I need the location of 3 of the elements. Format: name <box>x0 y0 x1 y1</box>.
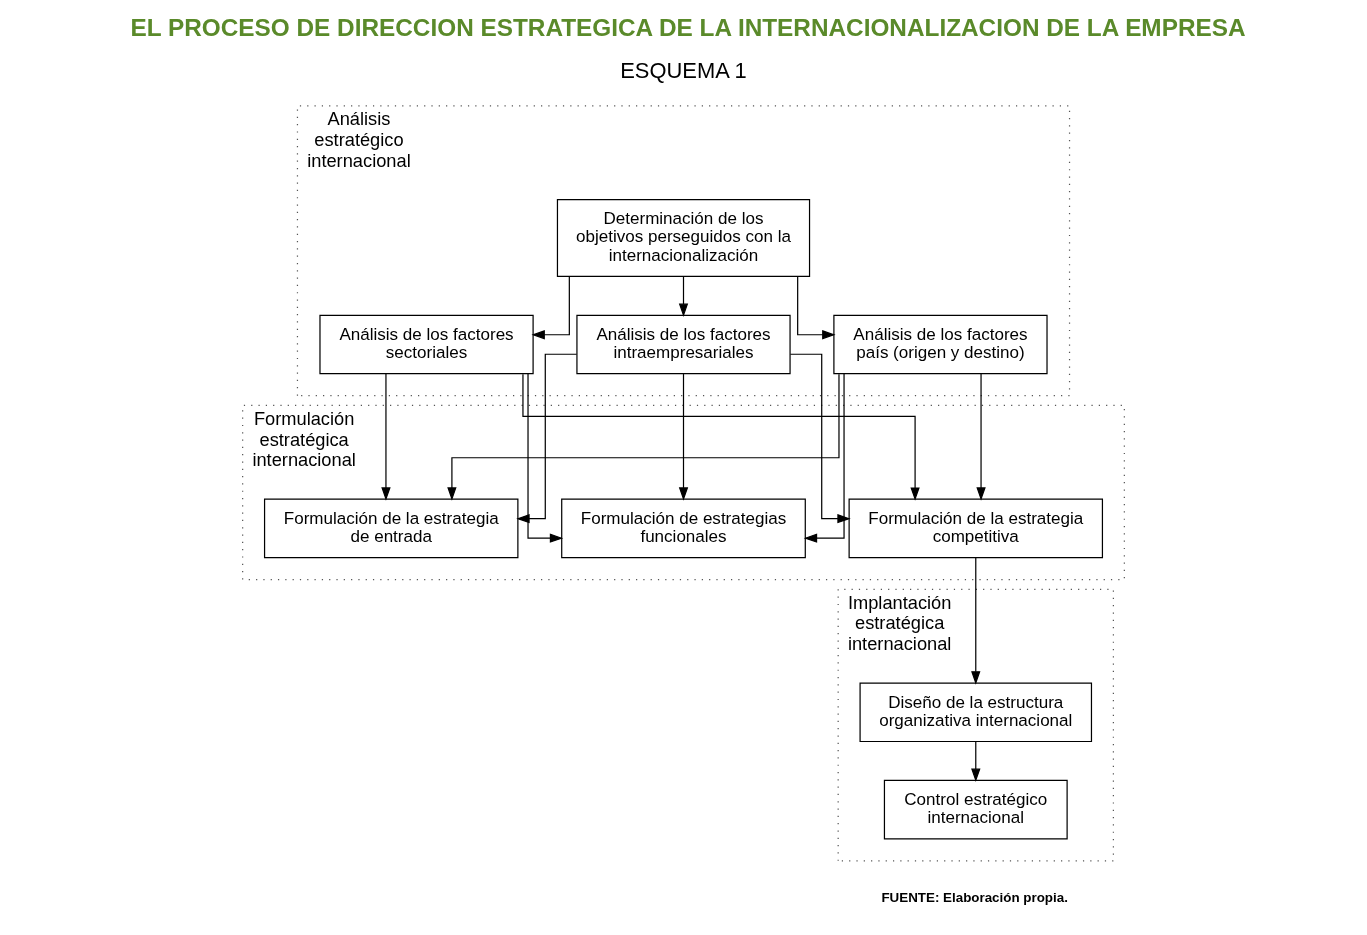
diagram-title: EL PROCESO DE DIRECCION ESTRATEGICA DE LA INTERNACIONALIZACION DE LA EMPRESA <box>130 14 1246 42</box>
caption: FUENTE: Elaboración propia. <box>881 890 1068 906</box>
label: ESQUEMA 1 <box>620 58 747 84</box>
